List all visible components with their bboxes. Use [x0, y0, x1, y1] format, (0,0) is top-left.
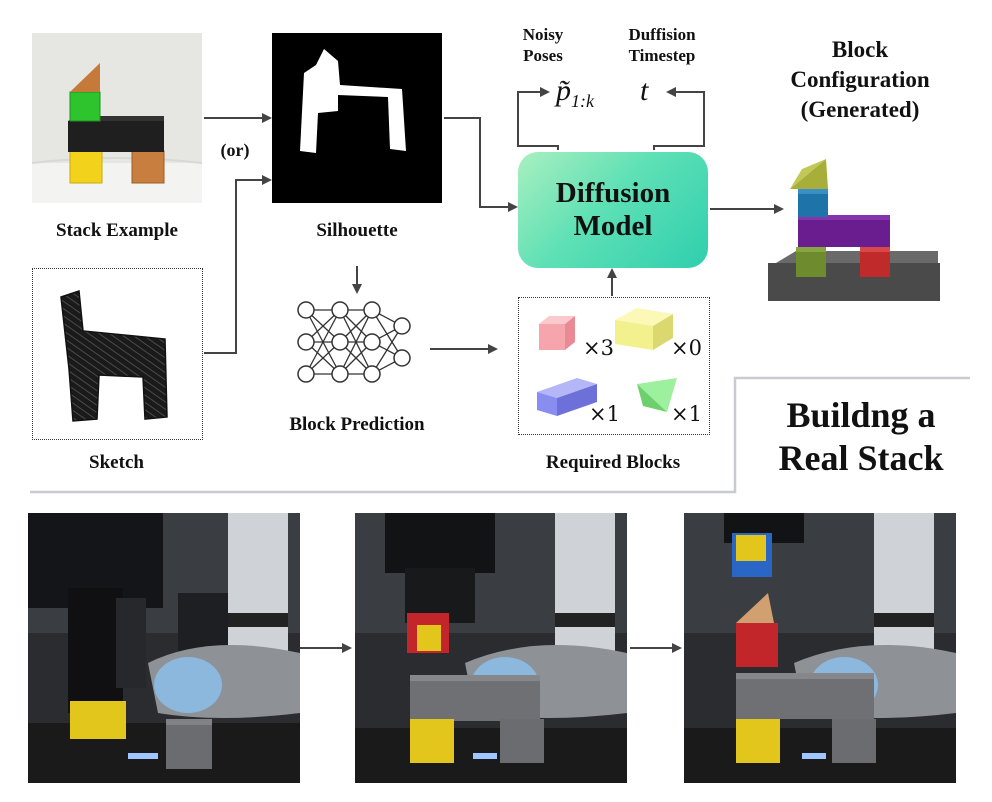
stack-example-label: Stack Example — [56, 220, 178, 241]
generated-configuration-render — [768, 159, 940, 301]
robot-photo-step3 — [684, 513, 956, 783]
timestep-line2: Timestep — [628, 46, 696, 66]
config-line2: Configuration — [790, 66, 930, 92]
noisy-poses-p: p̃ — [556, 74, 571, 107]
robot-photo-step1 — [28, 513, 300, 783]
block-prediction-label: Block Prediction — [289, 414, 425, 435]
robot-photo-step2 — [355, 513, 627, 783]
real-stack-title: Buildng a Real Stack — [748, 394, 974, 480]
neural-network-icon — [297, 301, 411, 383]
noisy-poses-line2: Poses — [523, 46, 563, 66]
silhouette-image — [272, 33, 442, 203]
noisy-poses-label: Noisy Poses — [508, 24, 578, 67]
green-wedge-icon — [637, 378, 677, 412]
yellow-prism-count: ×0 — [671, 336, 702, 360]
pink-cube-icon — [539, 316, 575, 350]
config-line1: Block — [831, 37, 889, 62]
sketch-drawing — [60, 289, 168, 422]
block-configuration-title: Block Configuration (Generated) — [760, 35, 960, 125]
sketch-label: Sketch — [89, 452, 144, 473]
sketch-panel — [32, 268, 203, 440]
green-wedge-count: ×1 — [671, 402, 702, 426]
noisy-poses-subscript: 1:k — [571, 91, 594, 111]
required-blocks-label: Required Blocks — [545, 452, 681, 473]
real-stack-line1: Buildng a — [786, 395, 936, 435]
diffusion-model-box: Diffusion Model — [518, 152, 708, 268]
timestep-symbol: t — [640, 74, 649, 107]
required-blocks-panel: ×3 ×0 ×1 ×1 — [518, 297, 710, 435]
diffusion-line2: Model — [573, 210, 653, 242]
real-stack-line2: Real Stack — [778, 438, 944, 479]
timestep-label: Duffision Timestep — [612, 24, 712, 67]
timestep-line1: Duffision — [628, 25, 696, 44]
silhouette-label: Silhouette — [316, 220, 398, 241]
noisy-poses-line1: Noisy — [522, 25, 564, 44]
diffusion-line1: Diffusion — [555, 176, 671, 209]
blue-bar-icon — [537, 378, 597, 416]
yellow-prism-icon — [615, 308, 673, 350]
noisy-poses-symbol: p̃1:k — [556, 74, 594, 112]
pink-cube-count: ×3 — [583, 336, 614, 360]
blue-bar-count: ×1 — [589, 402, 620, 426]
or-label: (or) — [220, 140, 250, 160]
config-line3: (Generated) — [800, 96, 920, 122]
stack-example-photo — [32, 33, 202, 203]
